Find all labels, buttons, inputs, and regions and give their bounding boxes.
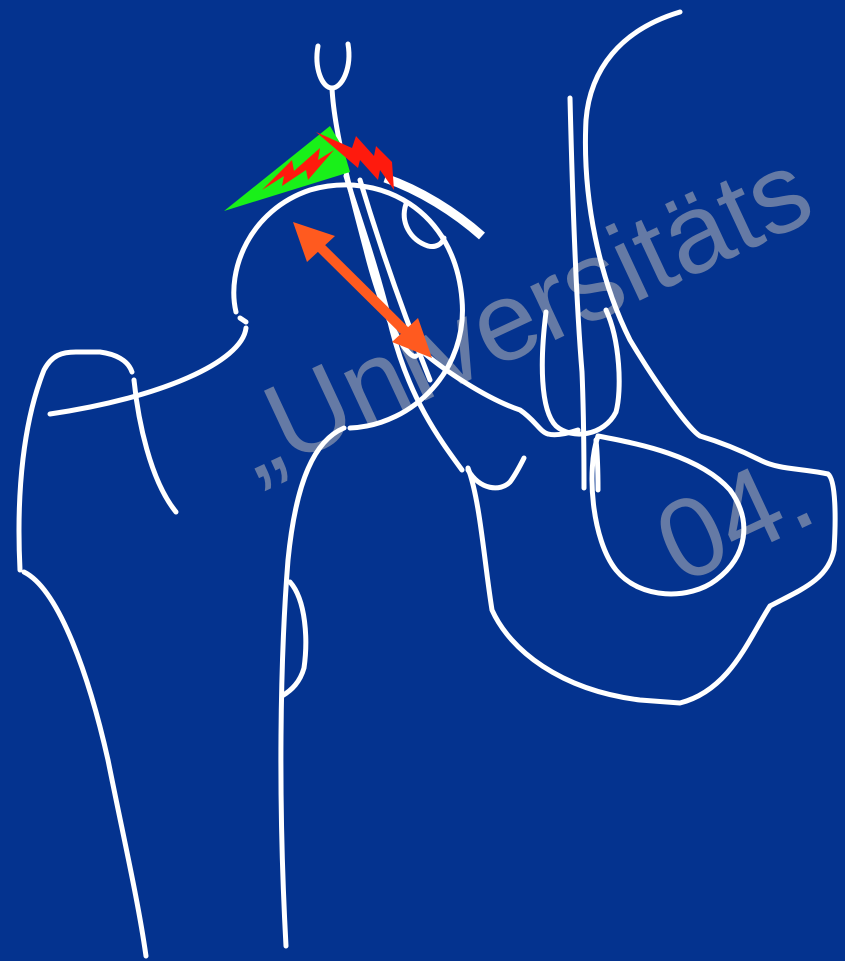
acetabular-fossa	[404, 204, 444, 247]
cartilage-lesion-marker	[224, 126, 394, 211]
sacrum-inner-line	[596, 440, 598, 490]
teardrop-curve	[468, 458, 524, 488]
femoral-neck-upper	[50, 328, 246, 414]
head-notch	[240, 318, 246, 322]
femur-shaft-lateral	[24, 572, 146, 956]
femur-outline	[19, 185, 462, 956]
fork-top	[317, 44, 349, 88]
intertrochanteric-line	[134, 380, 176, 512]
greater-trochanter	[19, 352, 132, 570]
